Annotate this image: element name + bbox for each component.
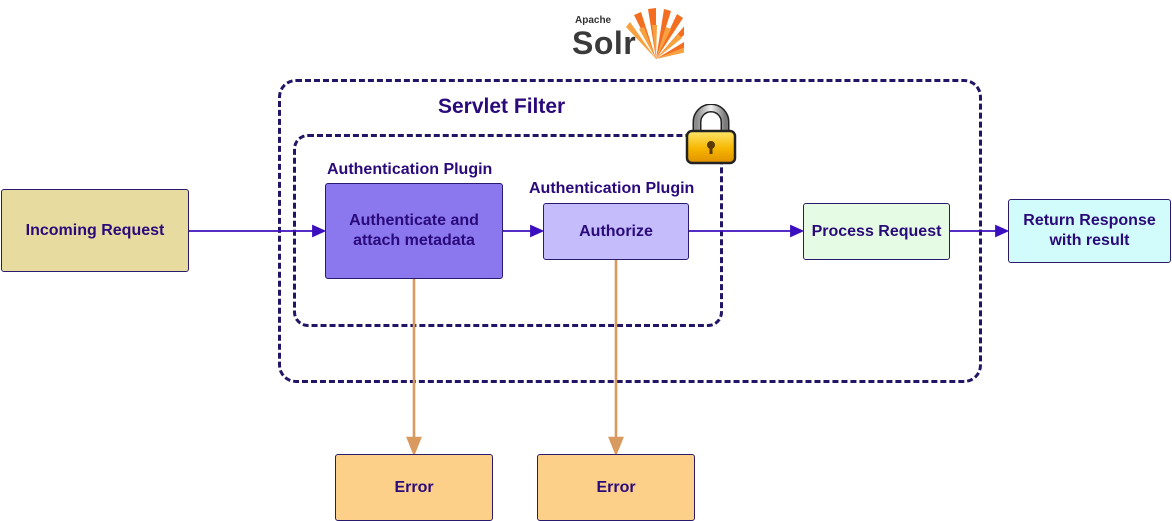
logo-apache-text: Apache — [575, 15, 612, 26]
authorize-node: Authorize — [543, 203, 689, 260]
authenticate-node: Authenticate and attach metadata — [325, 183, 503, 279]
return-response-node: Return Response with result — [1008, 199, 1171, 263]
incoming-request-node: Incoming Request — [1, 189, 189, 272]
auth-plugin-label-1: Authentication Plugin — [327, 161, 493, 178]
servlet-filter-title: Servlet Filter — [438, 95, 566, 118]
auth-plugin-label-2: Authentication Plugin — [529, 180, 695, 197]
padlock-icon — [685, 104, 737, 165]
error-node-authenticate: Error — [335, 454, 493, 521]
error-label-2: Error — [596, 478, 636, 496]
return-response-label-line1: Return Response — [1023, 212, 1156, 229]
logo-solr-text: Solr — [572, 25, 637, 61]
error-label-1: Error — [394, 478, 434, 496]
authenticate-label-line2: attach metadata — [353, 232, 475, 249]
authorize-label: Authorize — [579, 222, 653, 240]
authenticate-label-line1: Authenticate and — [349, 212, 479, 229]
return-response-label-line2: with result — [1049, 232, 1130, 249]
process-request-label: Process Request — [811, 222, 942, 240]
incoming-request-label: Incoming Request — [25, 221, 165, 239]
error-node-authorize: Error — [537, 454, 695, 521]
solr-sunburst-icon — [626, 8, 684, 59]
process-request-node: Process Request — [803, 203, 950, 260]
